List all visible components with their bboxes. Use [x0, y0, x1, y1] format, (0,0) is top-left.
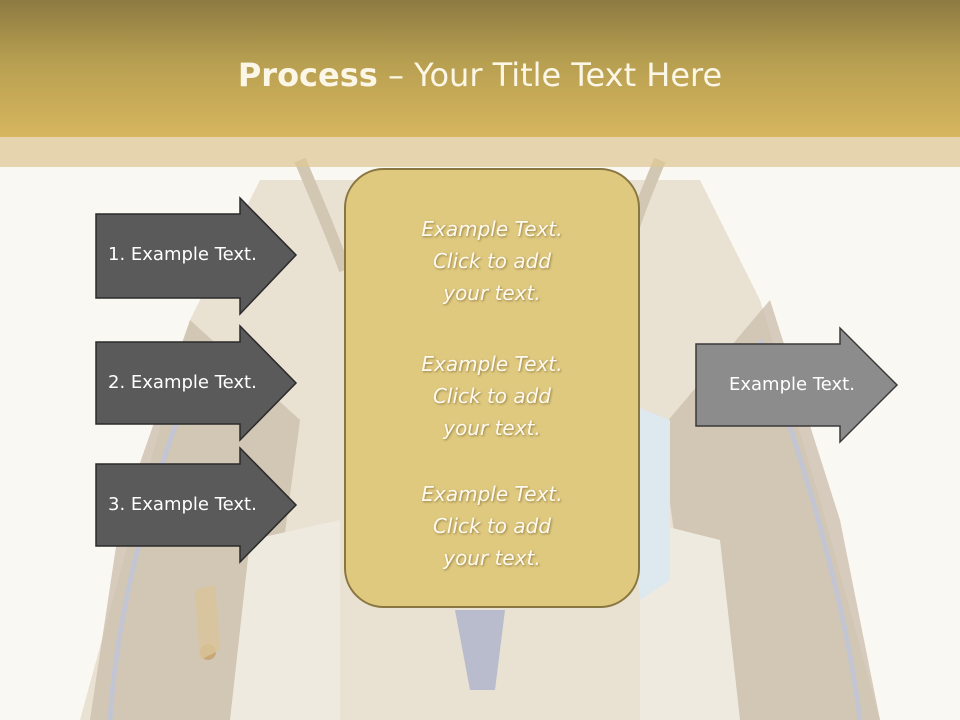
- left-arrow-1-label: 1. Example Text.: [108, 244, 257, 265]
- block-2-line-3: your text.: [443, 416, 541, 440]
- left-arrow-3-label: 3. Example Text.: [108, 494, 257, 515]
- title-rest-text: – Your Title Text Here: [377, 56, 723, 94]
- left-arrow-1[interactable]: [95, 196, 298, 316]
- header-accent-band: [0, 137, 960, 167]
- center-text-block-3[interactable]: Example Text. Click to add your text.: [344, 478, 640, 574]
- left-arrow-3[interactable]: [95, 446, 298, 564]
- block-2-line-1: Example Text.: [421, 352, 563, 376]
- left-arrow-2-label: 2. Example Text.: [108, 372, 257, 393]
- center-text-block-1[interactable]: Example Text. Click to add your text.: [344, 213, 640, 309]
- center-content-box[interactable]: [344, 168, 640, 608]
- block-1-line-2: Click to add: [432, 249, 552, 273]
- title-header-bar: [0, 0, 960, 137]
- right-arrow[interactable]: [695, 326, 899, 444]
- block-3-line-1: Example Text.: [421, 482, 563, 506]
- left-arrow-2[interactable]: [95, 324, 298, 442]
- block-2-line-2: Click to add: [432, 384, 552, 408]
- block-1-line-3: your text.: [443, 281, 541, 305]
- block-3-line-3: your text.: [443, 546, 541, 570]
- title-bold-text: Process: [237, 56, 378, 94]
- slide-title[interactable]: Process – Your Title Text Here: [0, 52, 960, 98]
- right-arrow-label: Example Text.: [729, 374, 855, 395]
- block-3-line-2: Click to add: [432, 514, 552, 538]
- center-text-block-2[interactable]: Example Text. Click to add your text.: [344, 348, 640, 444]
- block-1-line-1: Example Text.: [421, 217, 563, 241]
